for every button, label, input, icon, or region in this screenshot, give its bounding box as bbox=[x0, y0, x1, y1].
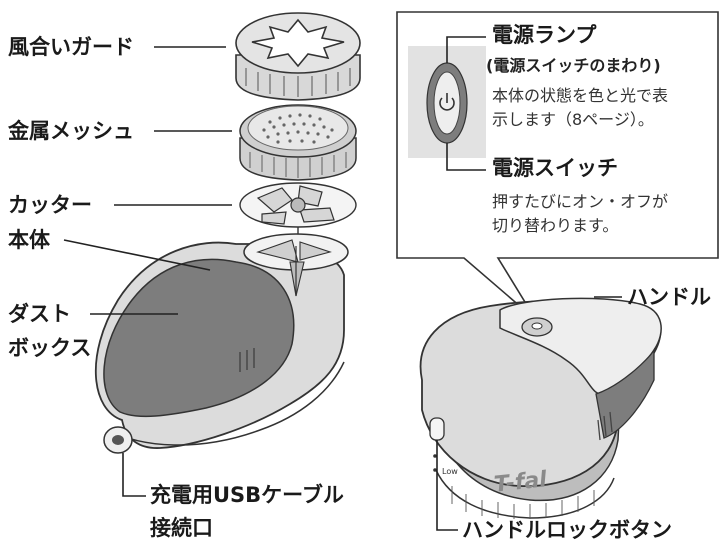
callout-switch-desc-1: 押すたびにオン・オフが bbox=[492, 192, 669, 211]
label-body: 本体 bbox=[8, 228, 50, 252]
handle-device bbox=[419, 297, 662, 519]
speed-label: Low bbox=[442, 467, 458, 476]
label-handle-lock: ハンドルロックボタン bbox=[462, 518, 672, 542]
label-mesh: 金属メッシュ bbox=[8, 119, 134, 143]
label-dustbox-line1: ダスト bbox=[8, 302, 71, 326]
label-usb-line1: 充電用USBケーブル bbox=[150, 483, 344, 507]
callout-switch-title: 電源スイッチ bbox=[492, 156, 618, 180]
label-handle: ハンドル bbox=[627, 285, 711, 309]
label-dustbox-line2: ボックス bbox=[8, 336, 92, 360]
left-leaders bbox=[63, 46, 232, 497]
mesh-part bbox=[239, 104, 357, 181]
callout-box bbox=[396, 11, 719, 321]
callout-lamp-desc-2: 示します（8ページ）。 bbox=[492, 110, 654, 129]
main-body-part bbox=[94, 233, 349, 454]
callout-switch-desc-2: 切り替わります。 bbox=[492, 216, 619, 235]
callout-lamp-desc-1: 本体の状態を色と光で表 bbox=[492, 86, 669, 105]
callout-lamp-subtitle: (電源スイッチのまわり) bbox=[486, 56, 661, 75]
cutter-part bbox=[239, 182, 357, 238]
label-usb-line2: 接続口 bbox=[150, 516, 213, 540]
right-leaders bbox=[436, 296, 622, 531]
guard-part bbox=[235, 12, 361, 101]
label-guard: 風合いガード bbox=[8, 35, 134, 59]
label-cutter: カッター bbox=[8, 193, 92, 217]
callout-lamp-title: 電源ランプ bbox=[492, 23, 597, 47]
